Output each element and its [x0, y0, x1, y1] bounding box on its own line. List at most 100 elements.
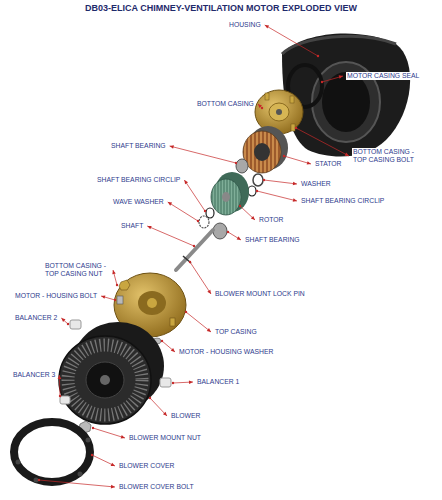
part-label: ROTOR	[258, 216, 284, 224]
leader-dot	[116, 284, 118, 286]
leader-line	[92, 455, 115, 466]
leader-arrowhead	[58, 375, 62, 379]
leader-line	[113, 270, 117, 285]
rotor	[211, 172, 249, 215]
part-label: SHAFT	[120, 222, 144, 230]
part-label: WASHER	[300, 180, 332, 188]
part-label: BLOWER	[170, 412, 201, 420]
leader-dot	[197, 220, 199, 222]
balancer	[160, 378, 171, 387]
shaft-bearing	[236, 159, 248, 173]
part-label: SHAFT BEARING CIRCLIP	[96, 176, 181, 184]
leader-arrowhead	[258, 104, 262, 108]
leader-dot	[92, 427, 94, 429]
part-label: STATOR	[314, 160, 342, 168]
leader-arrowhead	[189, 380, 193, 384]
part-label: BALANCER 2	[14, 314, 58, 322]
leader-arrowhead	[237, 236, 241, 240]
leader-dot	[91, 454, 93, 456]
leader-arrowhead	[307, 161, 311, 164]
leader-dot	[193, 245, 195, 247]
leader-line	[190, 262, 211, 294]
leader-arrowhead	[345, 153, 349, 156]
leader-arrowhead	[111, 463, 115, 466]
leader-arrowhead	[207, 290, 211, 294]
leader-dot	[189, 261, 191, 263]
leader-line	[322, 76, 343, 82]
part-label: BOTTOM CASING - TOP CASING BOLT	[352, 148, 424, 164]
leader-line	[257, 191, 297, 201]
circlip	[248, 186, 256, 196]
leader-dot	[283, 155, 285, 157]
leader-line	[101, 296, 115, 300]
leader-arrowhead	[207, 328, 211, 332]
leader-dot	[235, 162, 237, 164]
leader-line	[93, 428, 125, 438]
diagram-title: DB03-ELICA CHIMNEY-VENTILATION MOTOR EXP…	[0, 3, 442, 13]
leader-line	[264, 180, 297, 184]
part-label: BOTTOM CASING - TOP CASING NUT	[44, 262, 110, 278]
leader-arrowhead	[147, 226, 151, 229]
blower	[59, 322, 164, 424]
part-label: SHAFT BEARING	[244, 236, 301, 244]
leader-dot	[172, 382, 174, 384]
part-label: MOTOR - HOUSING WASHER	[178, 348, 274, 356]
part-label: BLOWER MOUNT NUT	[128, 434, 202, 442]
leader-dot	[227, 231, 229, 233]
leader-arrowhead	[251, 216, 255, 220]
leader-line	[147, 226, 194, 246]
leader-line	[39, 480, 115, 487]
leader-dot	[67, 323, 69, 325]
shaft	[176, 230, 213, 270]
leader-arrowhead	[170, 145, 174, 148]
circlip	[206, 208, 214, 218]
washer	[253, 174, 263, 186]
leader-arrowhead	[265, 25, 269, 29]
part-label: WAVE WASHER	[112, 198, 165, 206]
leader-dot	[256, 190, 258, 192]
leader-dot	[239, 205, 241, 207]
leader-dot	[114, 299, 116, 301]
leader-line	[265, 25, 318, 56]
leader-dot	[263, 179, 265, 181]
wave-washer	[199, 216, 209, 228]
leader-line	[168, 202, 198, 221]
leader-arrowhead	[293, 198, 297, 201]
leader-dot	[204, 210, 206, 212]
leader-arrowhead	[168, 202, 172, 206]
leader-arrowhead	[111, 485, 115, 489]
leader-dot	[59, 395, 61, 397]
leader-arrowhead	[339, 75, 343, 78]
leader-dot	[317, 55, 319, 57]
leader-line	[284, 156, 311, 164]
leader-dot	[161, 340, 163, 342]
part-label: BLOWER COVER	[118, 462, 176, 470]
leader-arrowhead	[61, 318, 65, 322]
lock-pin	[183, 256, 191, 263]
leader-arrowhead	[121, 435, 125, 438]
part-label: SHAFT BEARING	[110, 142, 167, 150]
leader-arrowhead	[184, 180, 188, 184]
blower-cover	[14, 422, 91, 483]
leader-line	[162, 341, 175, 352]
leader-dot	[295, 127, 297, 129]
leader-dot	[321, 81, 323, 83]
leader-arrowhead	[171, 348, 175, 352]
part-label: BALANCER 1	[196, 378, 240, 386]
part-label: BOTTOM CASING	[196, 100, 255, 108]
part-label: BLOWER COVER BOLT	[118, 483, 195, 491]
shaft-bearing	[213, 223, 227, 239]
housing	[282, 33, 410, 156]
leader-arrowhead	[163, 412, 167, 416]
leader-arrowhead	[101, 295, 105, 298]
leader-line	[228, 232, 241, 240]
leader-arrowhead	[112, 270, 115, 274]
leader-line	[184, 180, 205, 211]
leader-line	[186, 312, 211, 332]
leader-line	[61, 318, 68, 324]
part-label: TOP CASING	[214, 328, 258, 336]
casing-seal	[288, 65, 322, 107]
leader-line	[150, 398, 167, 416]
leader-dot	[185, 311, 187, 313]
